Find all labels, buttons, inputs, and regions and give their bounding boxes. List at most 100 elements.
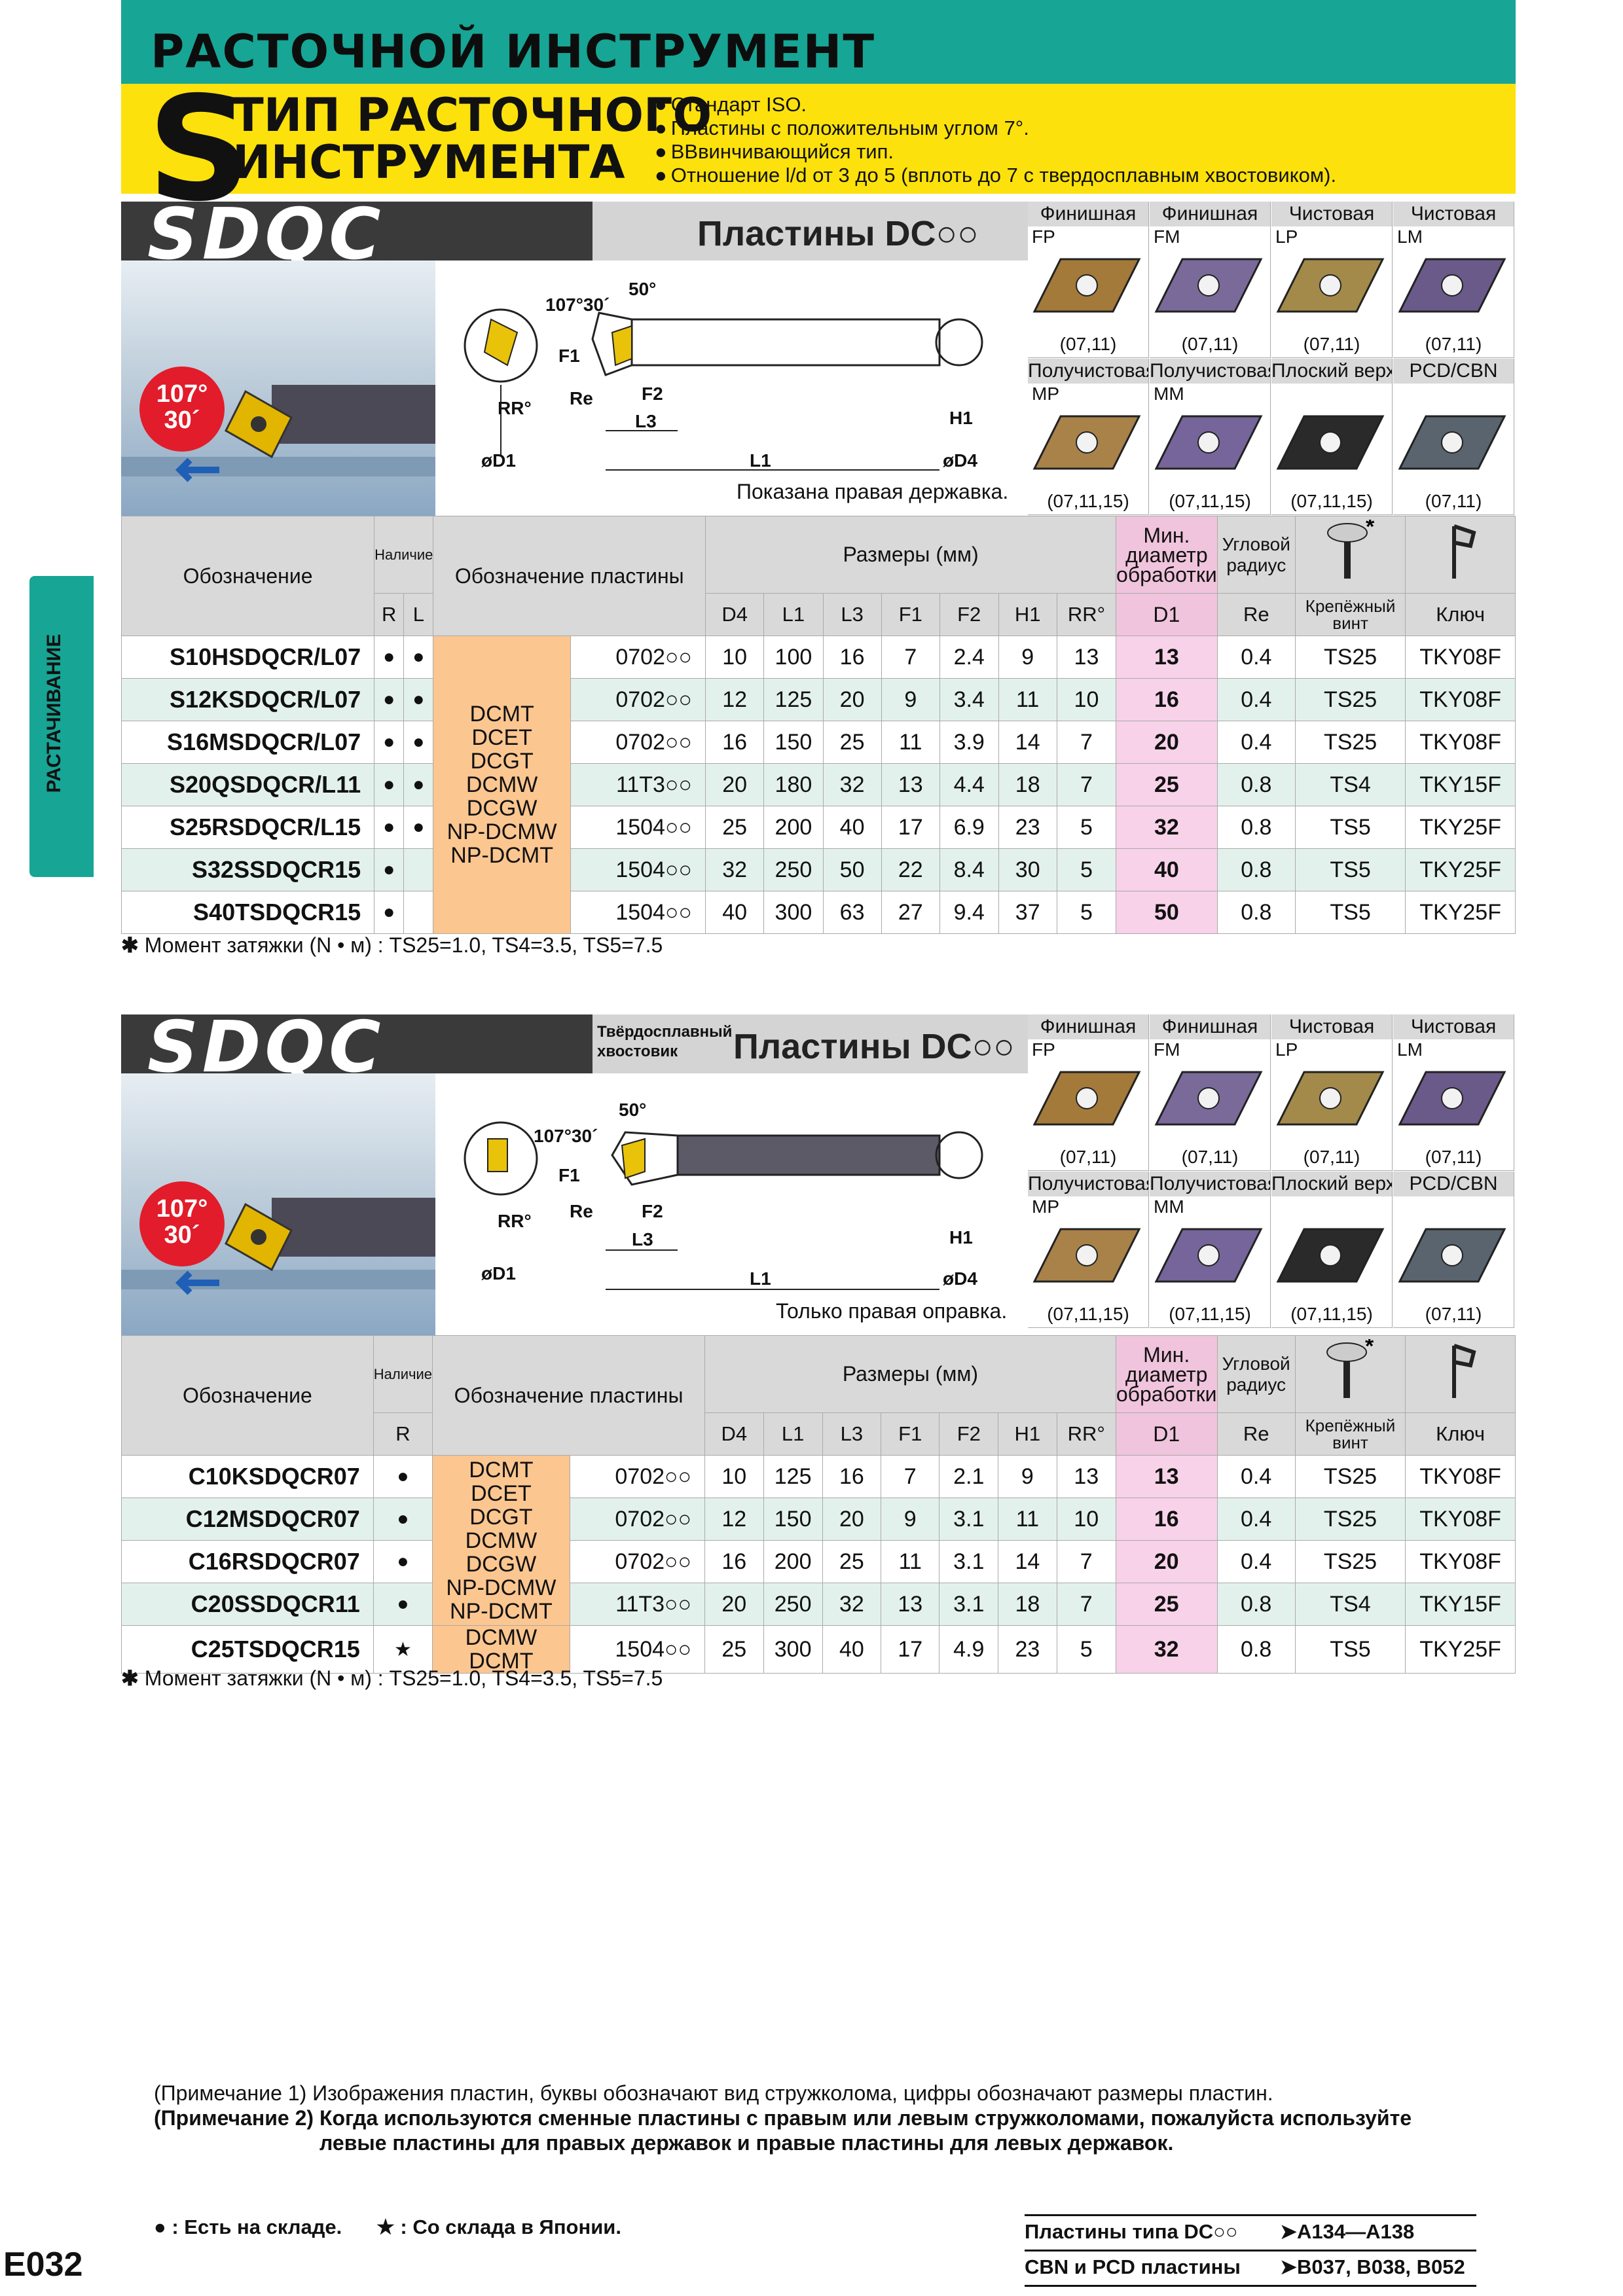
grade-name: PCD/CBN <box>1393 359 1514 384</box>
ref-link[interactable]: ➤A134—A138 <box>1280 2220 1415 2243</box>
grade-sizes: (07,11) <box>1425 491 1482 511</box>
technical-drawing: 107°30´ 50° F1 F2 Re RR° L3 L1 H1 øD1 øD… <box>435 260 1028 516</box>
grade-sizes: (07,11) <box>1303 1147 1360 1167</box>
insert-icon <box>1032 1228 1141 1283</box>
type-title: ТИП РАСТОЧНОГО ИНСТРУМЕНТА <box>232 88 712 189</box>
side-tab-label: РАСТАЧИВАНИЕ <box>43 634 65 793</box>
feature-item: Стандарт ISO. <box>655 93 1336 117</box>
series-band <box>121 202 593 260</box>
col-min-diameter: Мин. диаметр обработки <box>1116 516 1218 594</box>
grade-sizes: (07,11) <box>1181 334 1239 354</box>
insert-icon <box>1398 258 1506 313</box>
grade-sizes: (07,11) <box>1059 334 1117 354</box>
side-tab[interactable] <box>29 576 94 877</box>
torque-note: ✱ Момент затяжки (N • м) : TS25=1.0, TS4… <box>121 933 663 957</box>
grade-name: Чистовая <box>1271 202 1392 226</box>
col-stock: Наличие <box>373 1335 433 1413</box>
grade-cell: Плоский верх (07,11,15) <box>1271 359 1393 515</box>
dimension-drawing <box>464 308 983 471</box>
boring-tool-illustration <box>121 1198 442 1295</box>
note-2: (Примечание 2) Когда используются сменны… <box>154 2106 1412 2130</box>
series-band <box>121 1014 593 1073</box>
drawing-note: Только правая оправка. <box>776 1299 1008 1323</box>
insert-icon <box>1398 1228 1506 1283</box>
inserts-header <box>593 1014 1028 1073</box>
ref-label: CBN и PCD пластины <box>1025 2255 1241 2278</box>
grade-name: Финишная <box>1150 1014 1270 1039</box>
col-designation: Обозначение <box>121 1335 374 1456</box>
grade-sizes: (07,11) <box>1059 1147 1117 1167</box>
grade-sizes: (07,11) <box>1425 1304 1482 1324</box>
grade-name: Чистовая <box>1393 1014 1514 1039</box>
legend-stock: ● : Есть на складе. <box>154 2215 342 2238</box>
col-insert: Обозначение пластины <box>432 1335 706 1456</box>
col-designation: Обозначение <box>120 516 375 636</box>
grade-name: Получистовая <box>1150 359 1270 384</box>
grade-sizes: (07,11,15) <box>1169 491 1251 511</box>
grade-sizes: (07,11,15) <box>1047 491 1129 511</box>
insert-icon <box>1276 415 1385 470</box>
grade-name: Финишная <box>1028 1014 1148 1039</box>
insert-icon <box>1276 1228 1385 1283</box>
grade-code <box>1393 1196 1514 1216</box>
grade-code: LM <box>1397 226 1423 247</box>
big-letter: S <box>147 65 251 233</box>
feature-item: Пластины с положительным углом 7°. <box>655 117 1336 140</box>
insert-icon <box>1154 1071 1263 1126</box>
svg-text:*: * <box>1365 1339 1374 1359</box>
grade-sizes: (07,11,15) <box>1290 1304 1373 1324</box>
ref-link[interactable]: ➤B037, B038, B052 <box>1280 2255 1465 2278</box>
grade-code: FP <box>1032 226 1055 247</box>
col-corner-radius: Угловой радиус <box>1216 1335 1296 1413</box>
angle-badge: 107° 30´ <box>139 1181 225 1266</box>
grade-code: LP <box>1275 1039 1298 1060</box>
spec-table: Обозначение Наличие Обозначение пластины… <box>120 514 1516 934</box>
grade-name: Плоский верх <box>1271 1172 1392 1196</box>
grade-code: FP <box>1032 1039 1055 1060</box>
insert-icon <box>1154 1228 1263 1283</box>
grade-name: PCD/CBN <box>1393 1172 1514 1196</box>
insert-icon <box>1398 1071 1506 1126</box>
grade-cell: PCD/CBN (07,11) <box>1393 1172 1514 1328</box>
insert-icon <box>1154 415 1263 470</box>
screw-icon: * <box>1294 1334 1406 1413</box>
grade-name: Получистовая <box>1028 359 1148 384</box>
dimension-drawing <box>464 1121 983 1290</box>
grade-code: MM <box>1154 1196 1184 1217</box>
grade-name: Получистовая <box>1028 1172 1148 1196</box>
inserts-title: Пластины DC○○ <box>697 214 979 253</box>
grade-sizes: (07,11) <box>1425 1147 1482 1167</box>
grade-sizes: (07,11,15) <box>1290 491 1373 511</box>
angle-badge: 107° 30´ <box>139 367 225 452</box>
col-corner-radius: Угловой радиус <box>1216 516 1296 594</box>
col-dims: Размеры (мм) <box>705 516 1117 594</box>
grade-name: Финишная <box>1028 202 1148 226</box>
grade-code: LM <box>1397 1039 1423 1060</box>
grade-name: Плоский верх <box>1271 359 1392 384</box>
grade-code: MP <box>1032 384 1059 404</box>
feature-item: ВВвинчивающийся тип. <box>655 140 1336 164</box>
carbide-shank-label: Твёрдосплавный хвостовик <box>597 1023 733 1060</box>
grade-code: MM <box>1154 384 1184 404</box>
key-icon <box>1405 1335 1516 1413</box>
grade-sizes: (07,11) <box>1181 1147 1239 1167</box>
drawing-note: Показана правая державка. <box>737 480 1009 503</box>
